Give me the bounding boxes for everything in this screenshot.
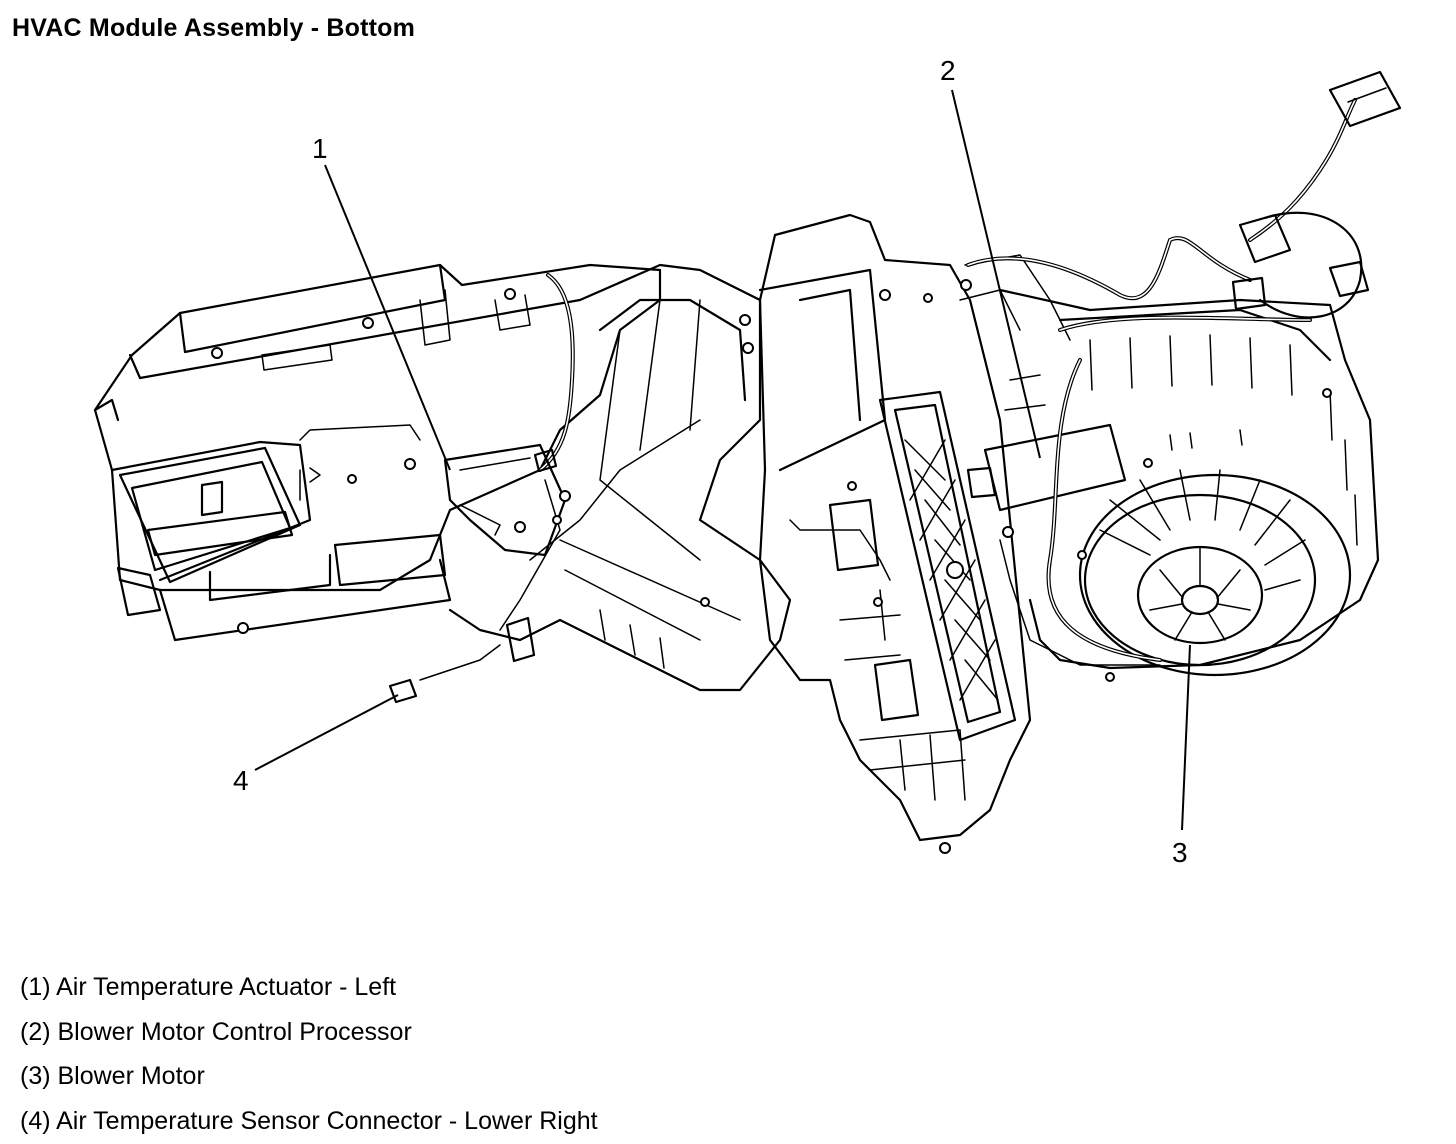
leader-3	[1181, 644, 1191, 831]
diagram-title: HVAC Module Assembly - Bottom	[12, 14, 416, 42]
leader-1	[324, 164, 451, 471]
legend-item-2: (2) Blower Motor Control Processor	[20, 1017, 412, 1046]
leader-2	[951, 89, 1041, 459]
parts-legend: (1) Air Temperature Actuator - Left (2) …	[20, 965, 598, 1143]
wiring-harness	[388, 70, 1402, 704]
blower-housing	[966, 288, 1380, 682]
callout-number-1: 1	[312, 133, 328, 164]
callout-leaders	[254, 89, 1191, 831]
hvac-duct-center	[448, 263, 792, 692]
hvac-housing-center	[758, 213, 1071, 854]
callout-number-2: 2	[940, 55, 956, 86]
hvac-housing-left	[93, 263, 662, 642]
callout-number-3: 3	[1172, 837, 1188, 868]
legend-item-3: (3) Blower Motor	[20, 1062, 205, 1090]
legend-item-1: (1) Air Temperature Actuator - Left	[20, 973, 397, 1001]
callout-number-4: 4	[233, 765, 249, 796]
air-temperature-actuator-left	[443, 443, 571, 557]
legend-item-4: (4) Air Temperature Sensor Connector - L…	[20, 1106, 598, 1135]
leader-4	[254, 694, 399, 771]
